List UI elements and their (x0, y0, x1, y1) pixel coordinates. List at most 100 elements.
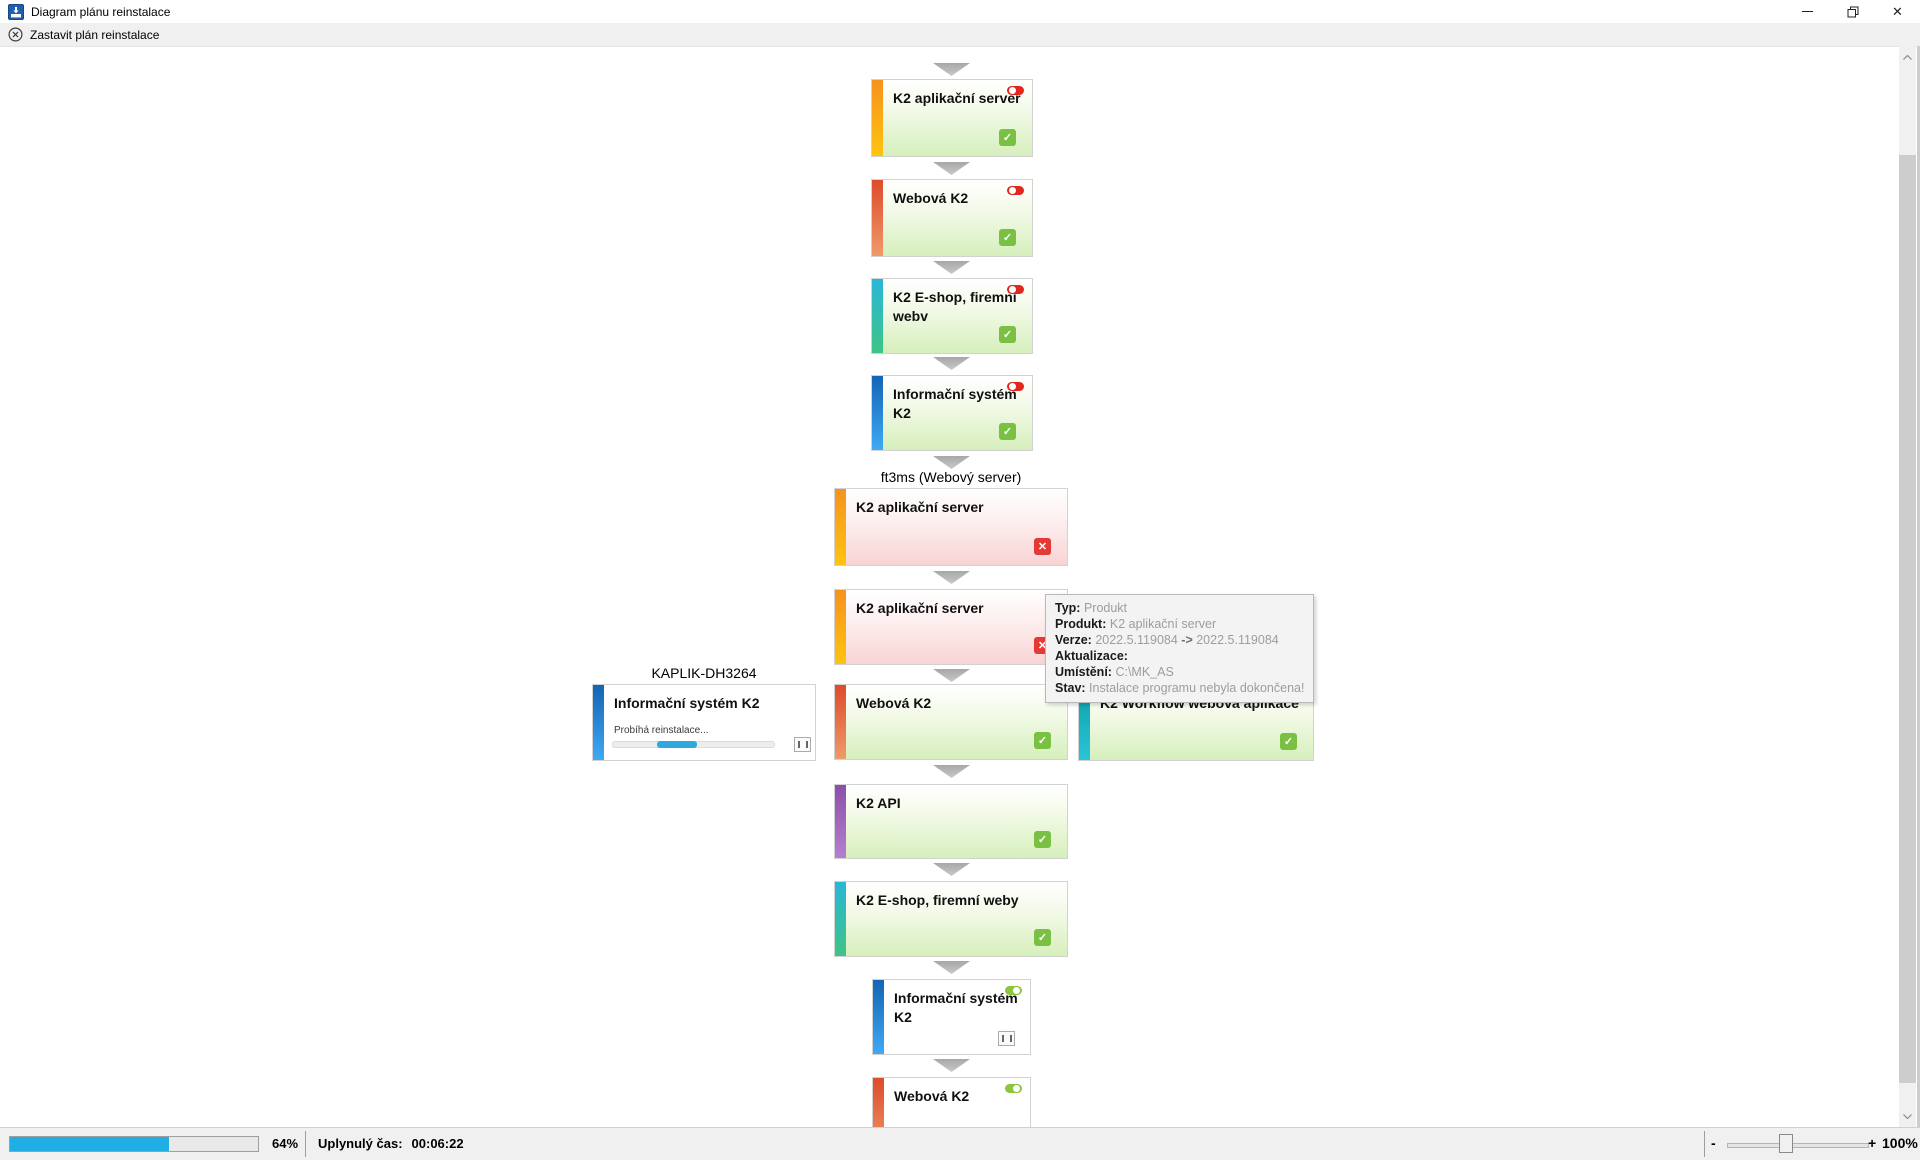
flow-arrow-icon (933, 1059, 970, 1072)
node-title: K2 aplikační server (856, 600, 984, 616)
zoom-slider-thumb[interactable] (1779, 1134, 1793, 1153)
toggle-switch[interactable] (1007, 285, 1024, 294)
toggle-switch[interactable] (1007, 86, 1024, 95)
node-color-stripe (835, 489, 846, 565)
restore-icon (1847, 6, 1858, 17)
node-color-stripe (872, 376, 883, 450)
app-icon (8, 3, 24, 20)
status-ok-icon: ✓ (1034, 732, 1051, 749)
stop-plan-label: Zastavit plán reinstalace (30, 27, 160, 42)
node-color-stripe (835, 590, 846, 664)
node-progress-track (612, 741, 775, 748)
diagram-node[interactable]: Webová K2 ✓ (871, 179, 1033, 257)
node-color-stripe (1079, 685, 1090, 760)
diagram-node[interactable]: Informační systém K2✓ (871, 375, 1033, 451)
diagram-node[interactable]: K2 aplikační server ✓ (871, 79, 1033, 157)
diagram-node[interactable]: K2 API ✓ (834, 784, 1068, 859)
toggle-dot (1013, 1085, 1020, 1092)
elapsed-time: Uplynulý čas: 00:06:22 (318, 1136, 464, 1151)
status-bar: 64% Uplynulý čas: 00:06:22 - + 100% (0, 1127, 1920, 1160)
zoom-slider[interactable] (1727, 1143, 1869, 1148)
flow-arrow-icon (933, 571, 970, 584)
pause-icon (797, 741, 808, 748)
node-color-stripe (872, 180, 883, 256)
stop-circle-icon (8, 27, 23, 42)
machine-label: KAPLIK-DH3264 (651, 665, 757, 681)
node-color-stripe (835, 882, 846, 956)
diagram-node[interactable]: Informační systém K2 (872, 979, 1031, 1055)
tooltip-line: Typ: Produkt (1055, 601, 1128, 615)
node-title: K2 API (856, 795, 901, 811)
tooltip-line: Verze: 2022.5.119084 -> 2022.5.119084 (1055, 633, 1279, 647)
flow-arrow-icon (933, 456, 970, 469)
toggle-dot (1009, 383, 1016, 390)
flow-arrow-icon (933, 863, 970, 876)
status-ok-icon: ✓ (1034, 831, 1051, 848)
close-button[interactable]: ✕ (1875, 0, 1920, 23)
toolbar: Zastavit plán reinstalace (0, 23, 1920, 46)
window-title: Diagram plánu reinstalace (31, 4, 171, 19)
node-color-stripe (593, 685, 604, 760)
toggle-switch[interactable] (1005, 1084, 1022, 1093)
diagram-canvas[interactable]: K2 aplikační server✓Webová K2✓K2 E-shop,… (0, 46, 1920, 1129)
vertical-scrollbar[interactable] (1899, 46, 1916, 1128)
machine-label: ft3ms (Webový server) (880, 469, 1022, 485)
diagram-node[interactable]: K2 E-shop, firemní weby ✓ (834, 881, 1068, 957)
status-ok-icon: ✓ (999, 129, 1016, 146)
flow-arrow-icon (933, 261, 970, 274)
node-title: Informační systém K2 (894, 990, 1018, 1025)
node-title: K2 aplikační server (893, 90, 1021, 106)
pause-button[interactable] (998, 1031, 1015, 1046)
diagram-node[interactable]: Webová K2 (872, 1077, 1031, 1129)
flow-arrow-icon (933, 357, 970, 370)
node-progress-fill (656, 741, 697, 748)
zoom-out-button[interactable]: - (1711, 1135, 1716, 1151)
diagram-node[interactable]: Webová K2 ✓ (834, 684, 1068, 760)
tooltip-line: Stav: Instalace programu nebyla dokončen… (1055, 681, 1305, 695)
node-color-stripe (835, 685, 846, 759)
node-title: Webová K2 (856, 695, 932, 711)
restore-button[interactable] (1830, 0, 1875, 23)
statusbar-separator (1704, 1131, 1705, 1157)
tooltip-line: Produkt: K2 aplikační server (1055, 617, 1217, 631)
toggle-switch[interactable] (1007, 186, 1024, 195)
node-title: K2 E-shop, firemní webv (893, 289, 1017, 324)
toggle-dot (1009, 187, 1016, 194)
flow-arrow-icon (933, 63, 970, 76)
pause-icon (1001, 1035, 1012, 1042)
status-ok-icon: ✓ (999, 229, 1016, 246)
scroll-down-button[interactable] (1899, 1108, 1916, 1125)
zoom-in-button[interactable]: + (1868, 1135, 1877, 1151)
elapsed-time-value: 00:06:22 (411, 1136, 464, 1151)
node-title: Webová K2 (893, 190, 969, 206)
diagram-node[interactable]: K2 E-shop, firemní webv✓ (871, 278, 1033, 354)
overall-progress-percent: 64% (272, 1136, 299, 1151)
pause-button[interactable] (794, 737, 811, 752)
flow-arrow-icon (933, 961, 970, 974)
scroll-up-button[interactable] (1899, 49, 1916, 66)
window-edge (1917, 46, 1920, 1128)
node-color-stripe (873, 1078, 884, 1129)
status-ok-icon: ✓ (1034, 929, 1051, 946)
zoom-level: 100% (1882, 1135, 1918, 1151)
diagram-node[interactable]: K2 aplikační server✕ (834, 589, 1068, 665)
minimize-button[interactable] (1785, 0, 1830, 23)
toggle-switch[interactable] (1007, 382, 1024, 391)
scrollbar-thumb[interactable] (1899, 155, 1916, 1083)
tooltip-line: Umístění: C:\MK_AS (1055, 665, 1174, 679)
status-ok-icon: ✓ (1280, 733, 1297, 750)
overall-progress-bar (9, 1136, 259, 1152)
node-title: K2 E-shop, firemní weby (856, 892, 1019, 908)
elapsed-time-label: Uplynulý čas: (318, 1136, 403, 1151)
diagram-node[interactable]: K2 aplikační server✕ (834, 488, 1068, 566)
flow-arrow-icon (933, 162, 970, 175)
stop-plan-button[interactable]: Zastavit plán reinstalace (0, 23, 167, 46)
chevron-down-icon (1903, 1114, 1912, 1119)
node-title: Informační systém K2 (614, 695, 760, 711)
minimize-icon (1802, 11, 1813, 12)
chevron-up-icon (1903, 55, 1912, 60)
toggle-switch[interactable] (1005, 986, 1022, 995)
node-title: Informační systém K2 (893, 386, 1017, 421)
